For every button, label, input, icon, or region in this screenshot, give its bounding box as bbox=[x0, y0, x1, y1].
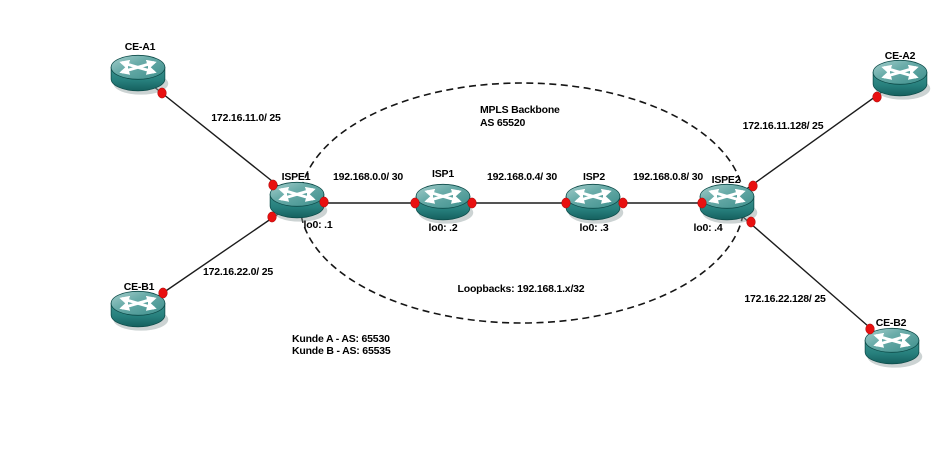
link-line-ispe2-ce-b2 bbox=[726, 202, 893, 348]
link-endpoint-dot bbox=[618, 197, 628, 209]
router-node-ispe1[interactable] bbox=[270, 182, 327, 221]
router-node-ce-a2[interactable] bbox=[873, 60, 930, 99]
link-endpoint-dot bbox=[748, 180, 758, 192]
link-endpoint-dot bbox=[319, 196, 329, 208]
link-endpoint-dot bbox=[410, 197, 420, 209]
link-endpoint-dot bbox=[467, 197, 477, 209]
router-node-ce-b1[interactable] bbox=[111, 291, 168, 330]
link-endpoint-dot bbox=[268, 179, 278, 191]
router-icon bbox=[416, 184, 473, 223]
link-endpoint-dot bbox=[865, 323, 875, 335]
router-icon bbox=[566, 184, 623, 223]
router-node-isp1[interactable] bbox=[416, 184, 473, 223]
router-icon bbox=[111, 291, 168, 330]
link-endpoint-dot bbox=[158, 287, 168, 299]
link-endpoint-dot bbox=[872, 91, 882, 103]
link-endpoint-dot bbox=[746, 216, 756, 228]
router-node-isp2[interactable] bbox=[566, 184, 623, 223]
router-icon bbox=[873, 60, 930, 99]
router-icon bbox=[865, 328, 922, 367]
router-node-ce-b2[interactable] bbox=[865, 328, 922, 367]
link-endpoint-dot bbox=[157, 87, 167, 99]
link-endpoint-dot bbox=[697, 197, 707, 209]
router-icon bbox=[270, 182, 327, 221]
link-endpoint-dot bbox=[561, 197, 571, 209]
link-endpoint-dot bbox=[267, 211, 277, 223]
